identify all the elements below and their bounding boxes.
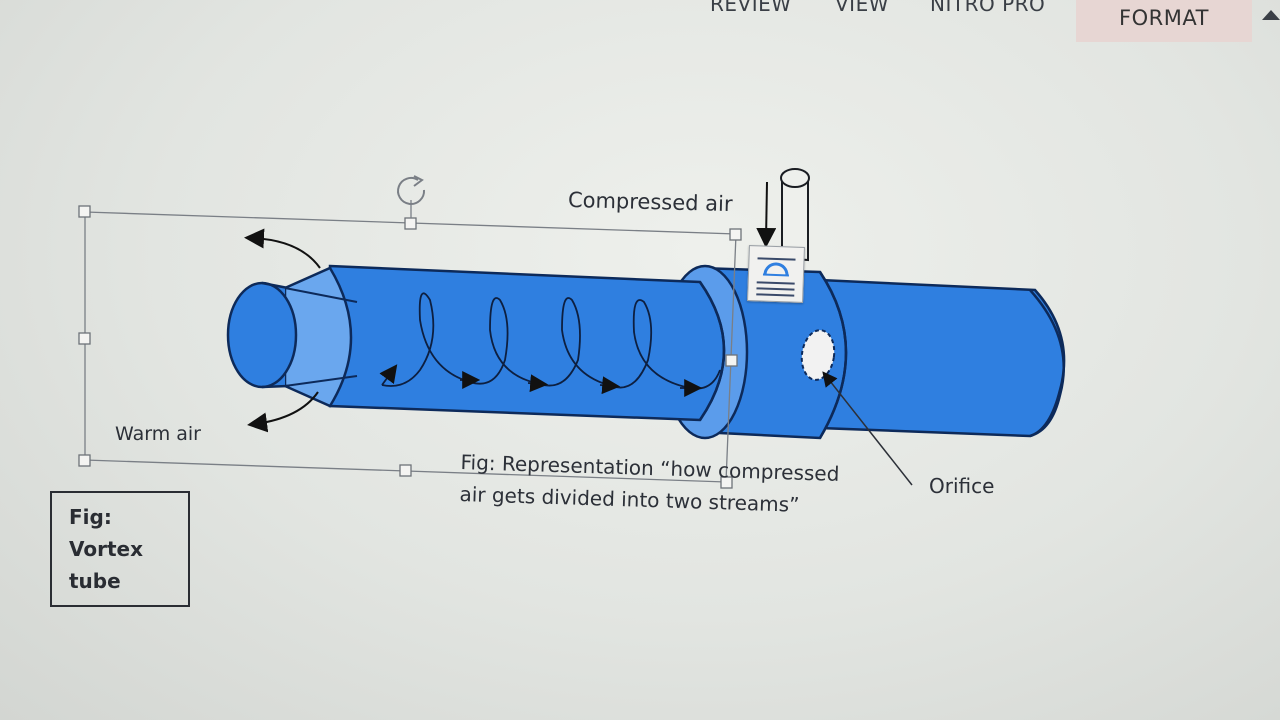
cone-valve <box>226 266 358 408</box>
chevron-up-icon[interactable] <box>1262 10 1280 20</box>
tab-format[interactable]: FORMAT <box>1076 0 1252 42</box>
tab-view[interactable]: VIEW <box>835 0 889 16</box>
tab-review[interactable]: REVIEW <box>710 0 792 16</box>
figure-title-box[interactable]: Fig: Vortex tube <box>50 491 190 607</box>
ribbon-tab-bar: REVIEW VIEW NITRO PRO FORMAT <box>0 0 1280 42</box>
tab-nitro-pro[interactable]: NITRO PRO <box>930 0 1046 16</box>
inlet-pipe <box>756 168 810 262</box>
main-tube <box>328 264 726 422</box>
tab-format-label: FORMAT <box>1119 6 1209 30</box>
fig-box-line-2: Vortex <box>69 537 144 561</box>
orifice-hole <box>800 329 836 381</box>
fig-box-line-3: tube <box>69 569 121 593</box>
layout-options-button[interactable] <box>747 245 805 303</box>
figure-caption: Fig: Representation “how compressed air … <box>459 446 840 522</box>
layout-options-icon <box>756 257 796 297</box>
compressed-air-label: Compressed air <box>567 187 733 217</box>
right-tube <box>818 278 1066 438</box>
orifice-label: Orifice <box>929 474 995 498</box>
swirl-flow-lines <box>379 292 721 397</box>
fig-box-line-1: Fig: <box>69 505 112 529</box>
warm-air-label: Warm air <box>115 423 201 445</box>
orifice-leader <box>822 371 913 486</box>
rotate-icon[interactable] <box>397 175 426 205</box>
warm-air-arrows <box>244 228 321 433</box>
